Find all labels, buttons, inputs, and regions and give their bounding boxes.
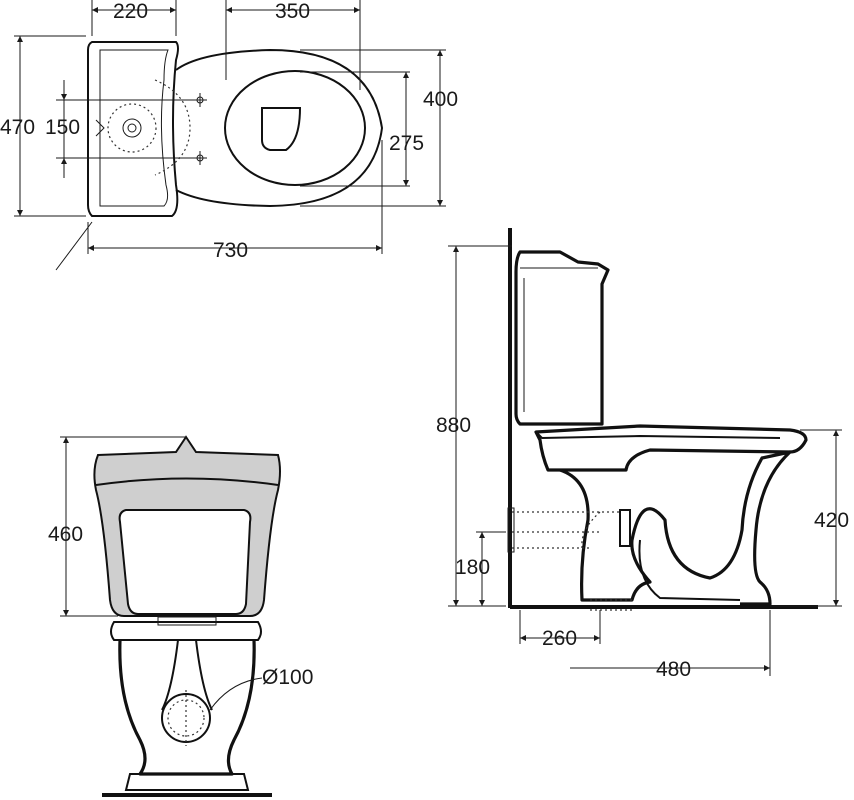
dim-side-seat-height: 420 [814, 509, 849, 532]
dim-top-holes-spacing: 150 [45, 116, 80, 139]
dim-side-outlet-height: 180 [455, 556, 490, 579]
front-trap-lines [161, 639, 213, 711]
front-tank-band [95, 477, 279, 486]
side-bowl-inner [638, 539, 741, 601]
side-dim-lines [455, 246, 837, 669]
dim-front-outlet-diameter: Ø100 [262, 666, 313, 689]
side-seat-line [535, 431, 781, 440]
top-extension-lines [14, 0, 446, 271]
dim-top-width-bowl: 350 [275, 0, 310, 23]
side-cistern [514, 250, 610, 426]
front-extension-lines [60, 436, 186, 617]
top-flush-valve-inner [127, 123, 137, 133]
top-bolt-cross [193, 93, 207, 165]
front-seat [110, 621, 262, 641]
side-floor-bolt [590, 599, 634, 611]
side-outlet-connector [619, 509, 631, 547]
top-dashed-arc [154, 79, 191, 176]
dim-top-seat-inner: 275 [389, 132, 424, 155]
top-dim-arrows [17, 7, 443, 251]
side-outlet-flange [507, 507, 515, 553]
top-cistern-inner [99, 49, 169, 207]
front-view: 460 Ø100 [48, 435, 313, 797]
front-base [124, 773, 250, 791]
side-view: 880 420 180 260 480 [436, 228, 849, 681]
top-seat-ring [224, 70, 366, 186]
top-overflow-mark [95, 119, 105, 137]
top-valve-dashed [107, 103, 157, 153]
dim-side-outlet-offset: 260 [542, 627, 577, 650]
top-cistern-outline [87, 41, 179, 217]
front-outlet-dashed [167, 699, 205, 737]
side-seat [534, 424, 808, 472]
dim-side-height-total: 880 [436, 414, 471, 437]
dim-side-depth: 480 [656, 658, 691, 681]
top-flush-valve [122, 118, 142, 138]
dim-top-seat-outer: 400 [423, 88, 458, 111]
dim-front-tank-height: 460 [48, 523, 83, 546]
top-bowl-opening [261, 107, 302, 151]
side-cistern-lid [520, 267, 598, 412]
dim-top-height-total: 470 [0, 116, 35, 139]
dim-top-length: 730 [213, 239, 248, 262]
side-bowl [559, 450, 792, 606]
side-extension-lines [448, 245, 842, 676]
dim-top-width-tank: 220 [113, 0, 148, 23]
front-seat-hinge [157, 616, 217, 626]
front-pedestal [118, 639, 256, 776]
front-tank-window [118, 509, 252, 615]
top-bowl-outline [175, 48, 384, 208]
front-leader-line [209, 677, 263, 711]
top-view: 220 350 470 150 400 275 730 [0, 0, 458, 271]
side-outlet-dashed [512, 511, 620, 549]
top-dim-lines [19, 9, 441, 249]
